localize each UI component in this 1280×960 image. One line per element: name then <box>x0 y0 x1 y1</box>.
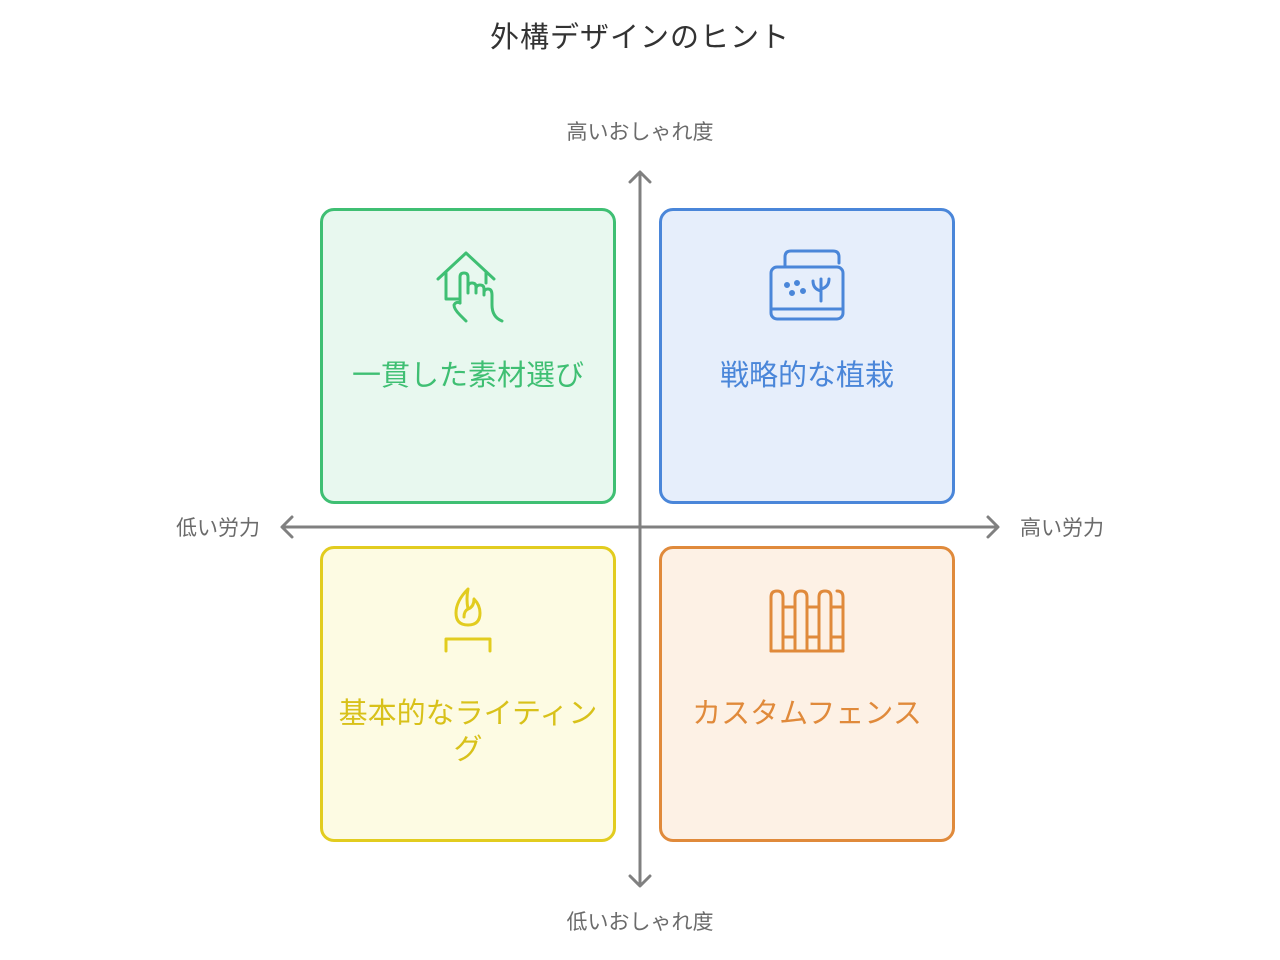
quadrant-bottom-right: カスタムフェンス <box>659 546 955 842</box>
page-title: 外構デザインのヒント <box>489 20 790 54</box>
fence-icon <box>662 581 952 665</box>
axis-label-left: 低い労力 <box>176 516 260 540</box>
left-arrow-icon <box>280 515 294 539</box>
quadrant-label: カスタムフェンス <box>692 696 922 730</box>
quadrant-top-left: 一貫した素材選び <box>320 208 616 504</box>
quadrant-label: 一貫した素材選び <box>351 358 584 392</box>
axis-label-right: 高い労力 <box>1020 516 1104 540</box>
axis-label-top: 高いおしゃれ度 <box>566 120 714 144</box>
quadrant-top-right: 戦略的な植栽 <box>659 208 955 504</box>
flame-light-icon <box>323 581 613 665</box>
axis-label-bottom: 低いおしゃれ度 <box>566 910 714 934</box>
quadrant-label: 戦略的な植栽 <box>719 358 894 392</box>
quadrant-label: 基本的なライティング <box>338 696 598 766</box>
planter-icon <box>662 243 952 327</box>
up-arrow-icon <box>628 170 652 184</box>
right-arrow-icon <box>986 515 1000 539</box>
quadrant-bottom-left: 基本的なライティング <box>320 546 616 842</box>
house-hand-icon <box>323 243 613 327</box>
down-arrow-icon <box>628 874 652 888</box>
